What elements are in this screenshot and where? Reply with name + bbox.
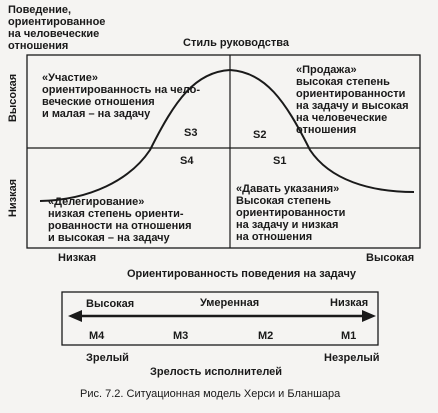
y-axis-title: Поведение, ориентированное на человеческ… (8, 4, 105, 52)
quadrant-s2-code: S2 (253, 129, 267, 141)
quadrant-s3-line: ориентированность на чело- (42, 84, 201, 96)
quadrant-s1-line: на задачу и низкая (236, 219, 339, 231)
quadrant-s4-line: «Делегирование» (48, 196, 145, 208)
maturity-frame (61, 291, 379, 346)
quadrant-s4-line: низкая степень ориенти- (48, 208, 184, 220)
maturity-high-label: Высокая (86, 298, 135, 310)
quadrant-s1-code: S1 (273, 155, 287, 167)
quadrant-s4-code: S4 (180, 155, 194, 167)
quadrant-s2-line: «Продажа» (296, 64, 357, 76)
figure-caption: Рис. 7.2. Ситуационная модель Херси и Бл… (80, 388, 341, 400)
maturity-arrow-left (68, 310, 82, 322)
quadrant-s1-text: «Давать указания» Высокая степень ориент… (236, 183, 345, 243)
quadrant-s2-line: высокая степень (296, 76, 390, 88)
quadrant-s2-line: на задачу и высокая (296, 100, 409, 112)
quadrant-s2-line: на человеческие (296, 112, 388, 124)
y-axis-title-line: на человеческие (8, 28, 100, 40)
y-axis-title-line: ориентированное (8, 16, 106, 28)
maturity-title: Зрелость исполнителей (150, 366, 283, 378)
x-axis-high-label: Высокая (366, 252, 415, 264)
quadrant-s2-line: отношения (296, 124, 357, 136)
quadrant-frame (26, 54, 421, 249)
maturity-low-label: Низкая (330, 297, 369, 309)
quadrant-s3-line: и малая – на задачу (42, 108, 151, 120)
maturity-level-m2: M2 (258, 330, 274, 342)
quadrant-s3-line: веческие отношения (42, 96, 155, 108)
quadrant-s1-line: на отношения (236, 231, 313, 243)
quadrant-s1-line: ориентированности (236, 207, 346, 219)
maturity-level-m1: M1 (341, 330, 357, 342)
quadrant-s3-code: S3 (184, 127, 198, 139)
maturity-moderate-label: Умеренная (200, 297, 260, 309)
quadrant-s1-line: «Давать указания» (236, 183, 340, 195)
quadrant-s4-line: рованности на отношения (48, 220, 192, 232)
maturity-level-m4: M4 (89, 330, 105, 342)
maturity-level-m3: M3 (173, 330, 189, 342)
maturity-mature-label: Зрелый (86, 352, 129, 364)
quadrant-s2-text: «Продажа» высокая степень ориентированно… (296, 64, 409, 136)
maturity-immature-label: Незрелый (324, 352, 380, 364)
leadership-curve (39, 68, 415, 202)
y-axis-low-label: Низкая (7, 178, 19, 218)
quadrant-s4-text: «Делегирование» низкая степень ориенти- … (48, 196, 191, 244)
x-axis-title: Ориентированность поведения на задачу (127, 268, 356, 280)
style-title: Стиль руководства (183, 37, 289, 49)
y-axis-title-line: Поведение, (8, 4, 72, 16)
quadrant-s2-line: ориентированности (296, 88, 406, 100)
x-axis-low-label: Низкая (58, 252, 97, 264)
quadrant-s1-line: Высокая степень (236, 195, 332, 207)
y-axis-title-line: отношения (8, 40, 69, 52)
quadrant-s4-line: и высокая – на задачу (48, 232, 170, 244)
quadrant-s3-line: «Участие» (42, 72, 98, 84)
y-axis-high-label: Высокая (7, 73, 19, 123)
maturity-arrow-right (362, 310, 376, 322)
quadrant-s3-text: «Участие» ориентированность на чело- веч… (42, 72, 200, 120)
